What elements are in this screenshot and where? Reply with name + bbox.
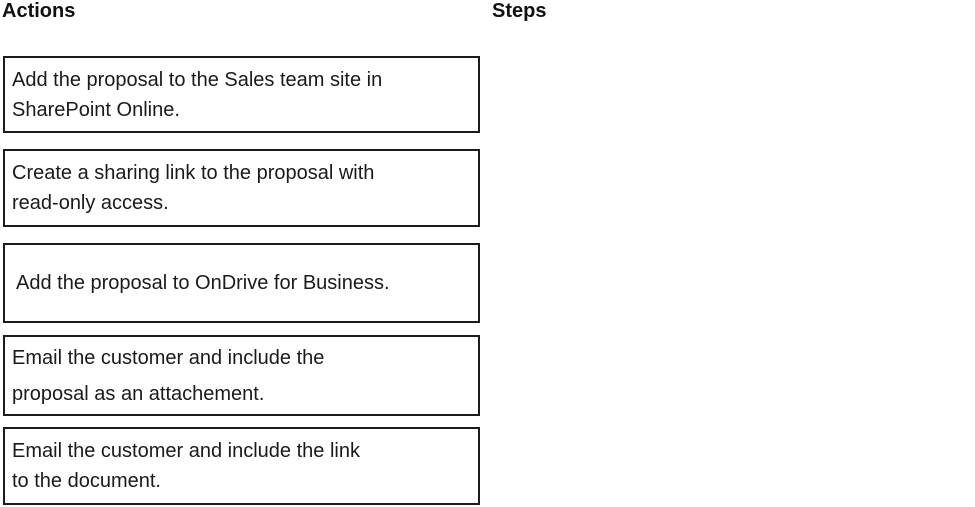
steps-column-header: Steps	[492, 0, 547, 22]
action-card-label: Email the customer and include the propo…	[12, 346, 325, 405]
action-card-label: Add the proposal to the Sales team site …	[12, 68, 383, 121]
action-card-ondrive[interactable]: Add the proposal to OnDrive for Business…	[3, 243, 480, 323]
action-card-email-link[interactable]: Email the customer and include the link …	[3, 427, 480, 505]
action-card-sharing-link[interactable]: Create a sharing link to the proposal wi…	[3, 149, 480, 227]
action-card-label: Email the customer and include the link …	[12, 440, 360, 492]
steps-drop-area[interactable]	[492, 40, 962, 500]
action-card-email-attachment[interactable]: Email the customer and include the propo…	[3, 335, 480, 416]
actions-column-header: Actions	[2, 0, 76, 22]
action-card-label: Add the proposal to OnDrive for Business…	[16, 272, 390, 294]
action-card-label: Create a sharing link to the proposal wi…	[12, 162, 375, 214]
action-card-sharepoint[interactable]: Add the proposal to the Sales team site …	[3, 56, 480, 133]
